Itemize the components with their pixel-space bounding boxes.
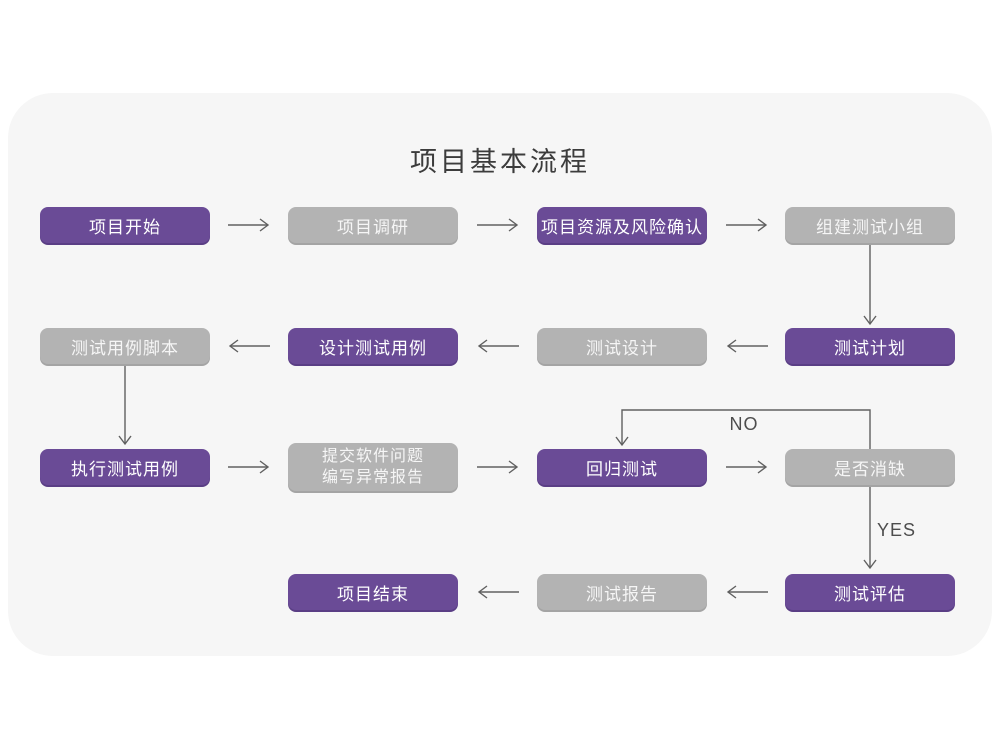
- flow-node-test-report: 测试报告: [537, 574, 707, 610]
- edge-label-yes: YES: [877, 520, 917, 540]
- node-label: 回归测试: [586, 459, 658, 479]
- node-label: 测试用例脚本: [71, 338, 179, 358]
- flow-node-test-plan: 测试计划: [785, 328, 955, 364]
- node-label: 执行测试用例: [71, 459, 179, 479]
- flow-node-regression-test: 回归测试: [537, 449, 707, 485]
- flow-node-project-start: 项目开始: [40, 207, 210, 243]
- flow-node-test-evaluation: 测试评估: [785, 574, 955, 610]
- node-label: 项目调研: [337, 217, 409, 237]
- flow-node-test-design: 测试设计: [537, 328, 707, 364]
- node-label: 是否消缺: [834, 459, 906, 479]
- flow-node-project-research: 项目调研: [288, 207, 458, 243]
- page-title: 项目基本流程: [410, 147, 590, 177]
- flow-node-project-end: 项目结束: [288, 574, 458, 610]
- node-label: 项目结束: [337, 584, 409, 604]
- node-label: 项目开始: [89, 217, 161, 237]
- flow-node-design-test-case: 设计测试用例: [288, 328, 458, 364]
- edge-label-no: NO: [729, 414, 759, 434]
- node-label: 组建测试小组: [816, 217, 924, 237]
- node-label: 项目资源及风险确认: [541, 217, 703, 237]
- node-label: 测试设计: [586, 338, 658, 358]
- flow-node-resources-risk-confirm: 项目资源及风险确认: [537, 207, 707, 243]
- flow-node-execute-test-case: 执行测试用例: [40, 449, 210, 485]
- node-label: 测试计划: [834, 338, 906, 358]
- node-label: 提交软件问题 编写异常报告: [321, 448, 424, 486]
- flow-node-form-test-team: 组建测试小组: [785, 207, 955, 243]
- flow-node-submit-issue-report: 提交软件问题 编写异常报告: [288, 443, 458, 491]
- flowchart-card: [8, 93, 992, 656]
- flow-node-defect-cleared: 是否消缺: [785, 449, 955, 485]
- flow-node-test-case-script: 测试用例脚本: [40, 328, 210, 364]
- node-label: 测试评估: [834, 584, 906, 604]
- node-label: 测试报告: [586, 584, 658, 604]
- node-label: 设计测试用例: [319, 338, 427, 358]
